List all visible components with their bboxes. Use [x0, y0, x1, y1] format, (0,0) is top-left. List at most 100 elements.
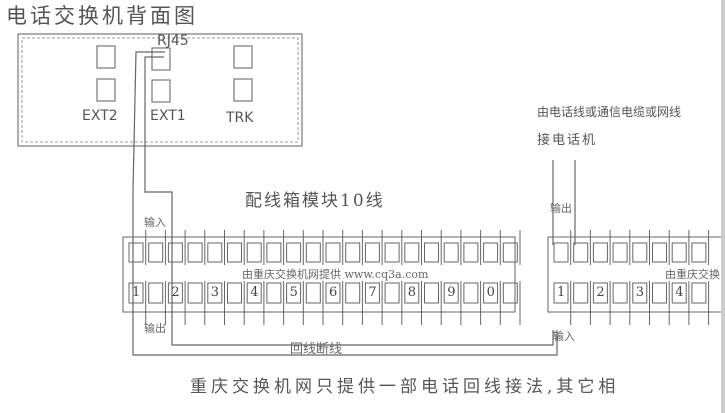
- pair-number: 8: [407, 285, 417, 300]
- pair-number: 4: [675, 285, 684, 300]
- module2-bottom-slot: [652, 282, 667, 304]
- pair-number: 2: [171, 285, 180, 300]
- module1-top-slot: [128, 242, 144, 263]
- module1-bottom-slot: [128, 282, 144, 304]
- module1-top-slot: [305, 242, 321, 263]
- footer-text: 重庆交换机网只提供一部电话回线接法,其它相: [190, 377, 620, 397]
- module2-bottom-slot: [612, 282, 628, 304]
- module2-bottom-slot: [553, 282, 569, 304]
- module1-top-slot: [345, 242, 361, 263]
- trk-label: TRK: [226, 110, 254, 126]
- module1-top-slot: [246, 242, 262, 263]
- output-label: 输出: [144, 322, 166, 335]
- rj45-port: [151, 47, 171, 71]
- module1-bottom-slot: [424, 282, 439, 304]
- module2-top-slot: [553, 242, 569, 263]
- module1-bottom-slot: [463, 282, 479, 304]
- module2-top-slot: [632, 242, 648, 263]
- pair-number: 9: [447, 285, 456, 300]
- module2-watermark: 由重庆交换: [665, 268, 720, 281]
- output-label-2: 输出: [550, 202, 572, 215]
- module1-top-slot: [187, 242, 203, 263]
- module1-bottom-slot: [443, 282, 459, 304]
- module2-top-slot: [691, 242, 707, 263]
- module1-bottom-slot: [187, 282, 203, 304]
- module2-bottom-slot: [592, 282, 608, 304]
- rj45-label: RJ45: [157, 33, 189, 49]
- input-label: 输入: [144, 216, 166, 229]
- pair-number: 1: [557, 285, 566, 300]
- module2-top-slot: [612, 242, 628, 263]
- module1-top-slot: [384, 242, 400, 263]
- ext2-port-bottom: [96, 78, 116, 102]
- module1-bottom-slot: [325, 282, 341, 304]
- pair-number: 7: [368, 285, 377, 300]
- pair-number: 6: [329, 285, 338, 300]
- wire-b: [144, 56, 554, 346]
- module1-frame: [122, 236, 516, 313]
- trk-port-top: [233, 45, 253, 69]
- trk-port-bottom: [233, 78, 253, 102]
- module1-bottom-slot: [384, 282, 400, 304]
- pair-number: 4: [250, 285, 259, 300]
- edge-bar: [721, 0, 725, 413]
- module1-bottom-slot: [246, 282, 262, 304]
- module2-bottom-slot: [671, 282, 687, 304]
- module1-bottom-slot: [207, 282, 223, 304]
- module2-top-slot: [671, 242, 687, 263]
- module1-bottom-slot: [345, 282, 361, 304]
- right-note-1: 由电话线或通信电缆或网线: [537, 105, 682, 119]
- module1-top-slot: [167, 242, 183, 263]
- module2-bottom-slot: [632, 282, 648, 304]
- module2-bottom-slot: [573, 282, 589, 304]
- module1-top-slot: [148, 242, 164, 263]
- module-watermark: 由重庆交换机网提供 www.cq3a.com: [242, 268, 429, 281]
- panel-outer-border: [17, 33, 303, 147]
- page-title: 电话交换机背面图: [6, 4, 198, 28]
- module1-top-slot: [325, 242, 341, 263]
- input-label-2: 输入: [553, 330, 575, 343]
- module1-bottom-slot: [502, 282, 518, 304]
- pair-number: 2: [596, 285, 605, 300]
- module1-top-slot: [364, 242, 380, 263]
- module1-top-slot: [443, 242, 459, 263]
- module1-bottom-slot: [266, 282, 282, 304]
- module2-top-slot: [573, 242, 589, 263]
- module1-top-slot: [266, 242, 282, 263]
- pair-number: 3: [210, 285, 220, 300]
- module1-top-slot: [404, 242, 420, 263]
- module2-top-slot: [652, 242, 667, 263]
- module1-bottom-slot: [404, 282, 420, 304]
- module1-top-slot: [463, 242, 479, 263]
- module1-top-slot: [502, 242, 518, 263]
- ext2-port-top: [96, 45, 116, 69]
- module1-bottom-slot: [167, 282, 183, 304]
- pair-number: 1: [132, 285, 141, 300]
- module2-bottom-slot: [691, 282, 707, 304]
- module1-top-slot: [424, 242, 439, 263]
- module1-bottom-slot: [227, 282, 242, 304]
- module1-bottom-slot: [148, 282, 164, 304]
- ext2-label: EXT2: [82, 108, 118, 124]
- module1-top-slot: [483, 242, 499, 263]
- module-title: 配线箱模块10线: [245, 191, 385, 211]
- right-note-2: 接电话机: [537, 133, 598, 148]
- module2-frame: [547, 236, 725, 313]
- module1-top-slot: [227, 242, 242, 263]
- loop-break-label: 回线断线: [290, 342, 343, 357]
- module1-bottom-slot: [286, 282, 302, 304]
- module2-top-slot: [592, 242, 608, 263]
- wire-a: [132, 51, 558, 356]
- pair-number: 3: [635, 285, 645, 300]
- module1-top-slot: [207, 242, 223, 263]
- module1-bottom-slot: [364, 282, 380, 304]
- pair-number: 0: [486, 285, 495, 300]
- ext1-label: EXT1: [150, 108, 186, 124]
- module1-top-slot: [286, 242, 302, 263]
- pair-number: 5: [289, 285, 298, 300]
- module1-bottom-slot: [305, 282, 321, 304]
- panel-inner-border: [21, 37, 299, 143]
- ext1-port-bottom: [151, 79, 171, 103]
- module1-bottom-slot: [483, 282, 499, 304]
